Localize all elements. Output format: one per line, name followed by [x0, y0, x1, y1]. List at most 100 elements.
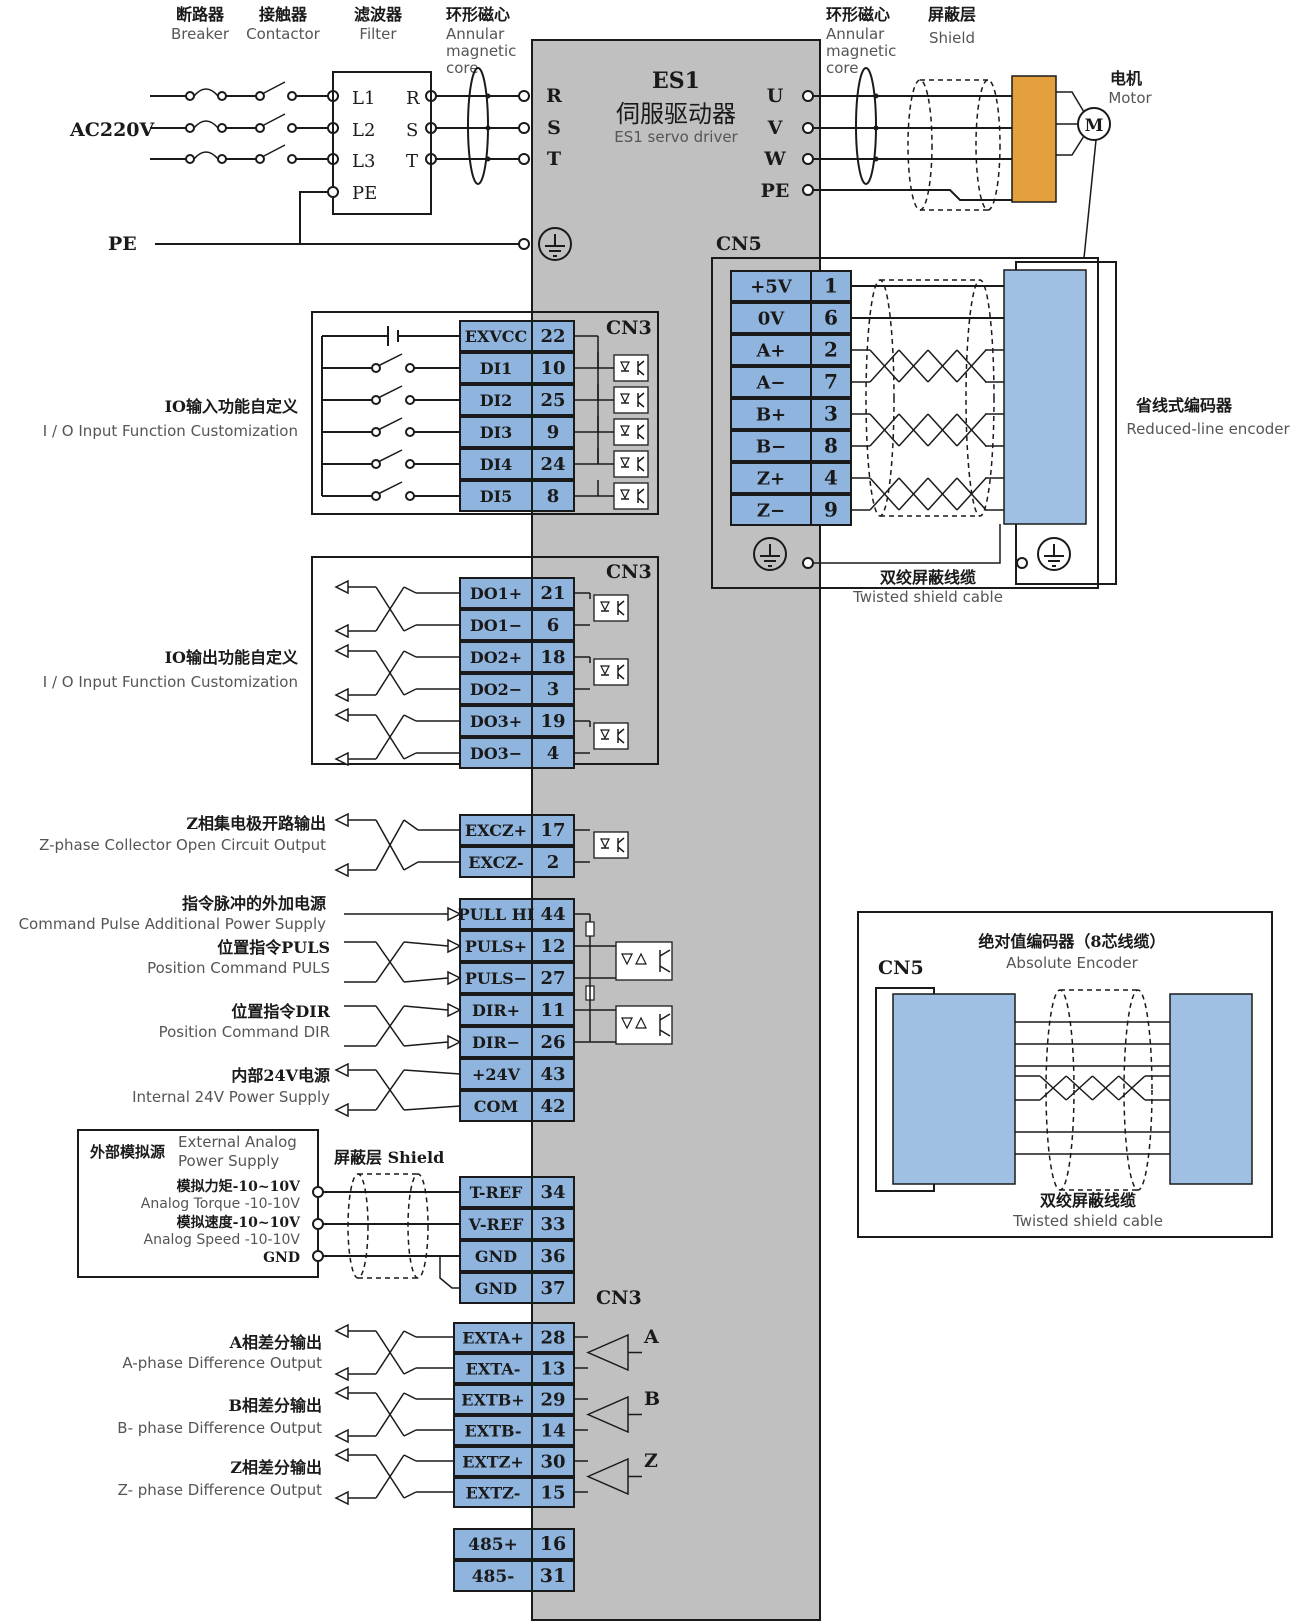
analog-source-zh: 外部模拟源	[89, 1143, 165, 1161]
core-left-en3: core	[446, 59, 479, 77]
analog-signal-label: V-REF	[468, 1215, 524, 1234]
excz-pin-number: 17	[540, 820, 565, 841]
diff-b-zh: B相差分输出	[228, 1396, 322, 1415]
diff_out-pin-cell	[531, 1415, 575, 1446]
motor-filter-block	[1011, 75, 1057, 203]
cn3_di-pin-number: 9	[547, 422, 560, 443]
encoder-label-en: Reduced-line encoder	[1126, 420, 1290, 438]
cn3_di-signal-label: DI5	[480, 487, 513, 506]
cn5-signal-cell	[730, 462, 812, 494]
cn3_di-signal-cell	[459, 320, 533, 352]
cn3-diff-label: CN3	[596, 1287, 642, 1309]
analog-pin-cell	[531, 1176, 575, 1208]
do-desc-zh: IO输出功能自定义	[165, 648, 298, 667]
do-desc-en: I / O Input Function Customization	[43, 673, 298, 691]
driver-title-en: ES1 servo driver	[614, 128, 738, 146]
core-left-en1: Annular	[446, 25, 505, 43]
cn5-signal-cell	[730, 334, 812, 366]
shield-ellipse-right	[975, 79, 1001, 211]
core-left-ellipse	[467, 67, 489, 185]
term-u: U	[767, 85, 784, 107]
pull-desc-en: Command Pulse Additional Power Supply	[19, 915, 327, 933]
diff-b-en: B- phase Difference Output	[117, 1419, 322, 1437]
cn3_do-signal-label: DO3−	[470, 744, 522, 763]
pull-desc-zh: 指令脉冲的外加电源	[182, 894, 326, 913]
diff_out-signal-label: EXTZ-	[466, 1483, 521, 1502]
ground-icon	[538, 227, 572, 261]
excz-section: Z相集电极开路输出 Z-phase Collector Open Circuit…	[39, 812, 629, 878]
contactor-label-en: Contactor	[246, 25, 321, 43]
analog-speed-zh: 模拟速度-10~10V	[177, 1214, 302, 1231]
puls-desc-zh: 位置指令PULS	[217, 938, 330, 957]
rs485-signal-label: 485-	[472, 1567, 515, 1587]
filter-r: R	[406, 88, 420, 109]
cn5-pin-number: 3	[824, 401, 838, 425]
diff-z-zh: Z相差分输出	[230, 1458, 322, 1477]
diff_out-pin-cell	[531, 1477, 575, 1508]
v24-desc-zh: 内部24V电源	[231, 1066, 330, 1085]
absolute-title-zh: 绝对值编码器（8芯线缆）	[978, 932, 1165, 951]
cn5-pin-cell	[810, 334, 852, 366]
pulse-signal-label: PULL HI	[458, 905, 535, 924]
cn3_di-pin-cell	[531, 320, 575, 352]
cn5-pin-cell	[810, 270, 852, 302]
rs485-pin-number: 16	[540, 1533, 566, 1555]
cn5-signal-label: B+	[756, 404, 786, 425]
excz-desc-en: Z-phase Collector Open Circuit Output	[39, 836, 326, 854]
analog-signal-cell	[459, 1240, 533, 1272]
pe-label: PE	[108, 233, 137, 255]
filter-pe: PE	[352, 183, 377, 204]
rs485-signal-label: 485+	[468, 1535, 518, 1555]
diff_out-pin-number: 15	[540, 1482, 565, 1503]
absolute-cable-en: Twisted shield cable	[1012, 1212, 1163, 1230]
cn5-pin-number: 6	[824, 305, 838, 329]
analog-pin-number: 37	[540, 1278, 565, 1299]
cn3_do-pin-number: 18	[540, 647, 565, 668]
cn5-ground-icon	[753, 537, 787, 571]
cn3-di-label: CN3	[606, 317, 652, 339]
diff_out-pin-number: 29	[540, 1389, 565, 1410]
cn3_do-signal-label: DO1−	[470, 616, 522, 635]
cn3_do-signal-label: DO1+	[470, 584, 522, 603]
dir-desc-zh: 位置指令DIR	[231, 1002, 330, 1021]
rs485-signal-cell	[453, 1528, 533, 1560]
analog-shield-label: 屏蔽层 Shield	[334, 1148, 444, 1167]
diff-a-en: A-phase Difference Output	[122, 1354, 322, 1372]
absolute-cn5-label: CN5	[878, 957, 924, 979]
analog-torque-zh: 模拟力矩-10~10V	[177, 1178, 302, 1195]
cn3_di-signal-cell	[459, 384, 533, 416]
rs485-pin-cell	[531, 1528, 575, 1560]
diff-a-zh: A相差分输出	[229, 1333, 322, 1352]
motor-label-en: Motor	[1108, 89, 1152, 107]
diff_out-pin-number: 30	[540, 1451, 565, 1472]
diff_out-pin-number: 14	[540, 1420, 565, 1441]
absolute-connector-body	[892, 993, 1016, 1185]
cn3_di-pin-number: 25	[540, 390, 565, 411]
contactor-label-zh: 接触器	[259, 5, 308, 24]
breaker-label-zh: 断路器	[176, 5, 225, 24]
diff_out-pin-cell	[531, 1322, 575, 1353]
analog-source-en1: External Analog	[178, 1133, 297, 1151]
motor-label-zh: 电机	[1110, 69, 1142, 88]
cn3_do-pin-cell	[531, 737, 575, 769]
shield-label-en: Shield	[929, 29, 975, 47]
rs485-pin-cell	[531, 1560, 575, 1592]
cn5-signal-cell	[730, 366, 812, 398]
excz-pin-number: 2	[547, 852, 560, 873]
filter-l1: L1	[352, 88, 375, 109]
diff_out-pin-number: 28	[540, 1327, 565, 1348]
diff_out-signal-label: EXTZ+	[462, 1452, 524, 1471]
cn3_do-signal-label: DO2−	[470, 680, 522, 699]
cn3_di-pin-number: 24	[540, 454, 565, 475]
pulse-signal-label: PULS−	[465, 969, 527, 988]
pulse-signal-label: PULS+	[465, 937, 527, 956]
pulse-signal-label: +24V	[472, 1065, 521, 1084]
shield-label-zh: 屏蔽层	[928, 5, 976, 24]
pulse-signal-cell	[459, 930, 533, 962]
filter-t: T	[406, 151, 418, 172]
driver-name: ES1	[652, 68, 700, 94]
cn3_do-pin-cell	[531, 705, 575, 737]
excz-desc-zh: Z相集电极开路输出	[186, 814, 326, 833]
